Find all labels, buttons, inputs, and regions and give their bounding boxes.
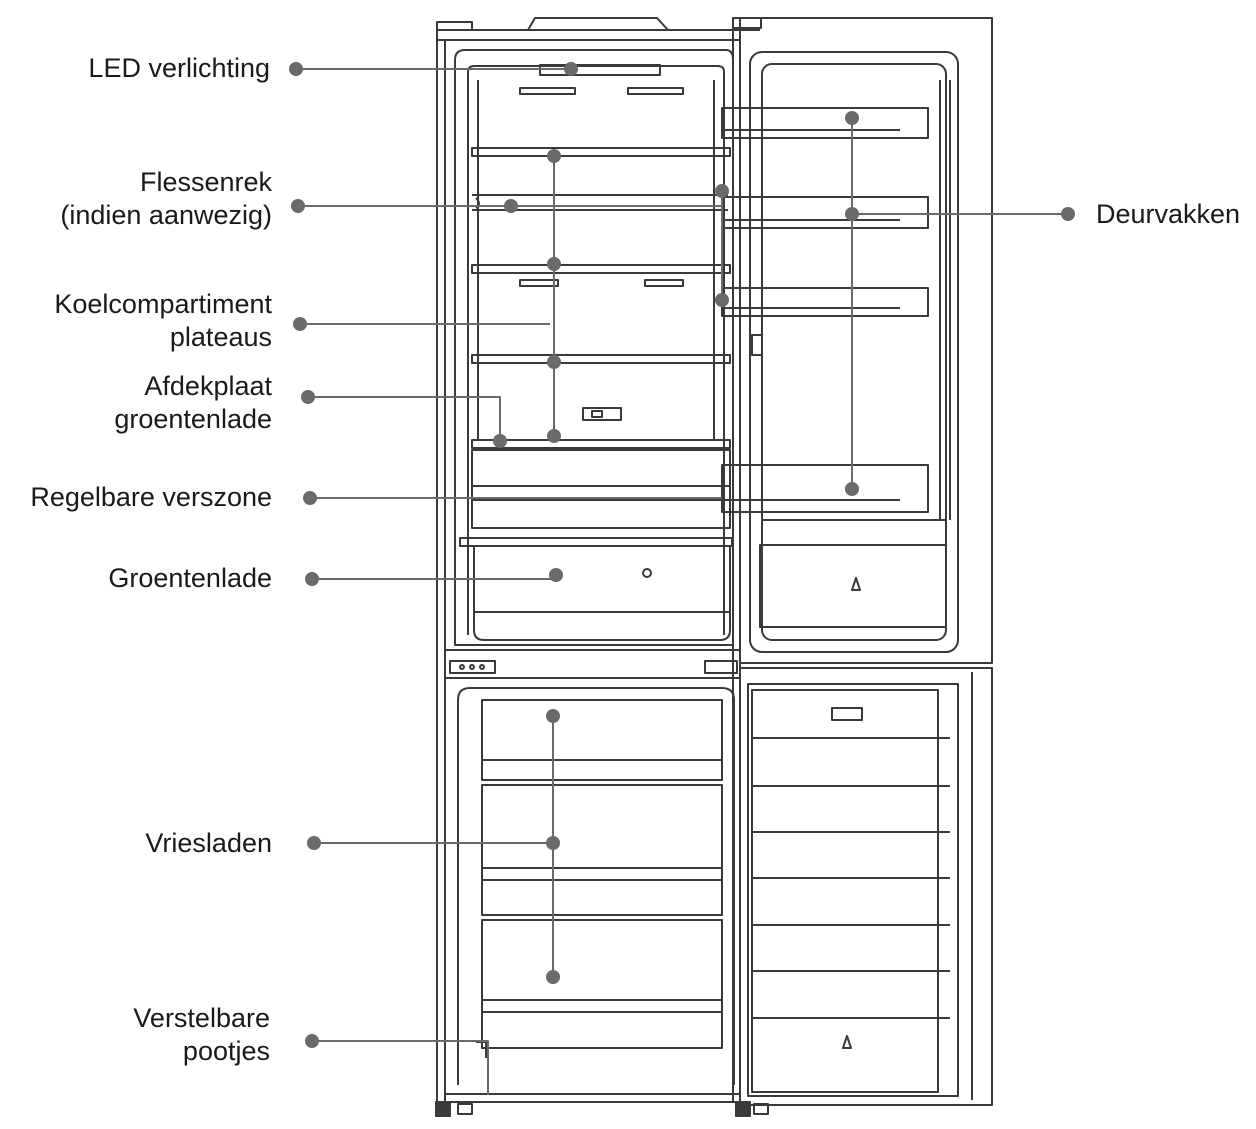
label-freezer-drawers: Vriesladen: [145, 827, 272, 860]
dot-bottle-left: [291, 199, 305, 213]
dot-led-left: [289, 62, 303, 76]
label-crisper-drawer: Groentenlade: [108, 562, 272, 595]
fridge-shelves: [471, 147, 731, 449]
fresh-zone-drawer: [471, 449, 731, 529]
label-door-bins: Deurvakken: [1096, 198, 1240, 231]
leader-dots: [289, 62, 1075, 1048]
dot-door-3: [845, 482, 859, 496]
dot-fresh-left: [303, 491, 317, 505]
dot-freezer-1: [546, 709, 560, 723]
dot-shelf-side-2: [715, 293, 729, 307]
dot-door-right: [1061, 207, 1075, 221]
dot-freezer-2: [546, 836, 560, 850]
label-fresh-zone-line1: Regelbare verszone: [30, 482, 272, 512]
label-led-lighting: LED verlichting: [88, 52, 270, 85]
label-led-line1: LED verlichting: [88, 53, 270, 83]
freezer-cavity: [457, 687, 735, 1085]
label-crisper-cover: Afdekplaat groentenlade: [114, 370, 272, 436]
dot-cover-left: [301, 390, 315, 404]
dot-freezer-3: [546, 970, 560, 984]
freezer-door: [739, 667, 993, 1106]
dot-cover-right: [493, 434, 507, 448]
cabinet-outline: [435, 17, 769, 1117]
dot-door-2: [845, 207, 859, 221]
label-bottle-rack-line2: (indien aanwezig): [60, 200, 272, 230]
label-freezer-drawers-line1: Vriesladen: [145, 828, 272, 858]
label-bottle-rack: Flessenrek (indien aanwezig): [60, 166, 272, 232]
dot-shelves-left: [293, 317, 307, 331]
dot-crisper-left: [305, 572, 319, 586]
crisper-drawer: [459, 537, 733, 641]
fridge-cavity: [454, 49, 734, 646]
label-fridge-shelves: Koelcompartiment plateaus: [54, 288, 272, 354]
dot-shelf-3: [547, 355, 561, 369]
label-bottle-rack-line1: Flessenrek: [139, 167, 272, 197]
dot-led-right: [564, 62, 578, 76]
dot-shelf-1: [547, 149, 561, 163]
label-shelves-line1: Koelcompartiment: [54, 289, 272, 319]
label-feet-line1: Verstelbare: [133, 1003, 270, 1033]
leader-lines: [296, 68, 1068, 1095]
label-adjustable-feet: Verstelbare pootjes: [133, 1002, 270, 1068]
divider-strip: [445, 649, 740, 679]
dot-shelf-2: [547, 257, 561, 271]
label-shelves-line2: plateaus: [169, 322, 272, 352]
dot-door-1: [845, 111, 859, 125]
label-door-bins-line1: Deurvakken: [1096, 199, 1241, 229]
label-crisper-cover-line1: Afdekplaat: [144, 371, 272, 401]
dot-shelf-side-1: [715, 184, 729, 198]
label-crisper-cover-line2: groentenlade: [114, 404, 272, 434]
label-crisper-line1: Groentenlade: [108, 563, 272, 593]
dot-bottle-right: [504, 199, 518, 213]
dot-shelf-4: [547, 429, 561, 443]
dot-crisper-right: [549, 568, 563, 582]
dot-freezer-left: [307, 836, 321, 850]
dot-feet-left: [305, 1034, 319, 1048]
label-fresh-zone: Regelbare verszone: [30, 481, 272, 514]
label-feet-line2: pootjes: [182, 1036, 270, 1066]
